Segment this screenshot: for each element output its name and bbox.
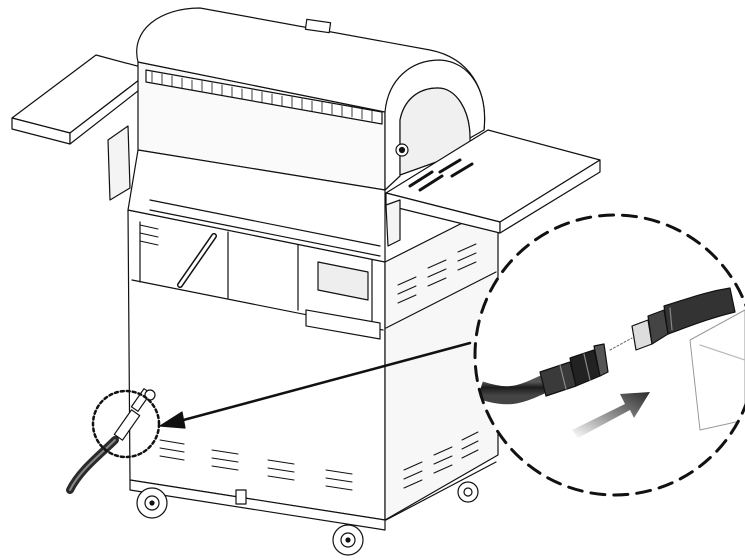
connection-point-highlight: [91, 389, 161, 459]
quick-connect-coupler-icon: [539, 343, 609, 397]
pointer-arrow: [159, 341, 472, 429]
front-vents: [139, 224, 353, 491]
caster-wheels: [136, 481, 479, 556]
grill-lid: [127, 7, 486, 263]
cart-cabinet: [127, 204, 499, 531]
quick-connect-coupler-icon: [631, 287, 736, 351]
gas-hose-icon: [477, 373, 552, 405]
left-side-shelf: [11, 54, 153, 201]
direction-arrow-icon: [572, 392, 650, 438]
caster-wheel-icon: [332, 524, 364, 556]
side-vents: [397, 243, 479, 489]
detail-callout: [473, 213, 745, 497]
caster-wheel-icon: [136, 487, 168, 519]
right-side-shelf: [385, 129, 601, 247]
caster-wheel-icon: [457, 481, 479, 503]
gas-hose-icon: [66, 388, 156, 494]
